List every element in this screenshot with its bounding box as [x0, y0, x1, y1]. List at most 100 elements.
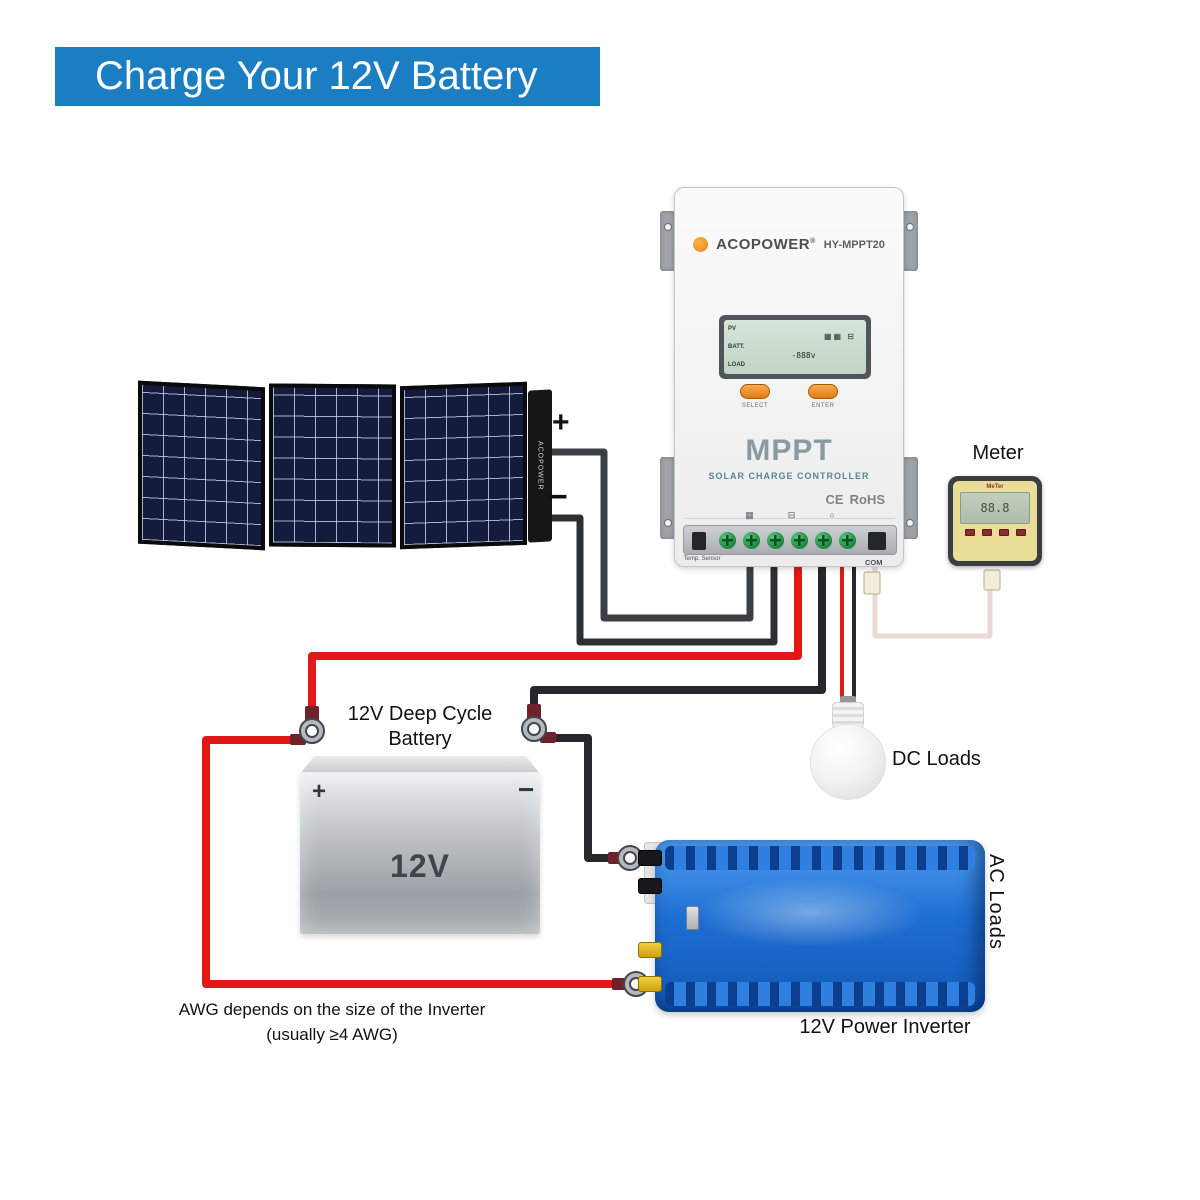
- terminal-screw: [791, 532, 808, 549]
- battery-title: 12V Deep Cycle Battery: [347, 703, 493, 750]
- lcd-row-labels: PV BATT. LOAD: [728, 324, 745, 370]
- battery-minus-mark: −: [518, 774, 535, 805]
- terminal-screw: [839, 532, 856, 549]
- enter-button: [808, 384, 838, 399]
- page-title: Charge Your 12V Battery: [95, 54, 538, 98]
- select-button-group: SELECT: [729, 384, 781, 409]
- meter-cable: [872, 566, 993, 639]
- inverter-switch: [686, 906, 699, 930]
- controller-header: ACOPOWER® HY-MPPT20: [675, 236, 903, 253]
- pv-terminal-icon: ▦: [745, 510, 754, 520]
- pv-array-icon: ▦▦: [823, 332, 844, 341]
- rohs-mark: RoHS: [849, 492, 885, 507]
- temp-sensor-port: [692, 532, 706, 550]
- mounting-tab: [660, 457, 676, 539]
- ring-terminal-battery-positive: [299, 718, 325, 744]
- meter-button: [998, 529, 1009, 536]
- lcd-status-icons: ▦▦ ⊟: [824, 332, 856, 341]
- battery-capacity-label: 12V: [390, 848, 450, 884]
- select-button-label: SELECT: [741, 403, 769, 409]
- ring-terminal-inverter-negative: [617, 845, 643, 871]
- meter-cable-connector: [863, 571, 881, 595]
- inverter-dc-terminal-negative: [638, 878, 662, 894]
- battery-icon: ⊟: [847, 332, 856, 341]
- controller-brand: ACOPOWER®: [716, 236, 816, 253]
- lcd-label-pv: PV: [728, 326, 737, 332]
- controller-body: ACOPOWER® HY-MPPT20 PV BATT. LOAD ▦▦ ⊟ -…: [674, 187, 904, 567]
- meter-button: [1015, 529, 1026, 536]
- inverter-fins-top: [665, 846, 975, 870]
- com-port-label: COM: [865, 558, 883, 567]
- remote-meter: MeTer 88.8: [948, 476, 1042, 566]
- controller-subtitle: SOLAR CHARGE CONTROLLER: [708, 471, 870, 481]
- mounting-tab: [660, 211, 676, 271]
- terminal-block: [683, 525, 897, 555]
- temp-sensor-label: Temp. Sensor: [683, 556, 721, 562]
- battery-body: [300, 772, 540, 934]
- battery-plus-mark: +: [312, 778, 327, 805]
- lcd-value: -888v: [791, 351, 816, 360]
- solar-brand-label: ACOPOWER: [536, 441, 544, 491]
- wire-pv-positive: [550, 448, 754, 622]
- solar-panel-section: [400, 381, 527, 550]
- lcd-label-load: LOAD: [728, 362, 745, 368]
- divider: [685, 518, 895, 519]
- load-terminal-icon: ○: [829, 510, 835, 520]
- mounting-hole: [664, 223, 672, 231]
- terminal-screw: [815, 532, 832, 549]
- solar-panel-section: [269, 383, 396, 548]
- lcd-screen: PV BATT. LOAD ▦▦ ⊟ -888v: [724, 320, 866, 374]
- dc-loads-label: DC Loads: [892, 748, 981, 770]
- certification-marks: CE RoHS: [826, 492, 885, 507]
- com-port: [868, 532, 886, 550]
- inverter-dc-terminal-positive: [638, 942, 662, 958]
- meter-cable-connector: [983, 569, 1001, 591]
- inverter-title: 12V Power Inverter: [799, 1016, 971, 1038]
- mounting-tab: [902, 457, 918, 539]
- bulb-wire-entry: [840, 696, 856, 704]
- ring-terminal-battery-negative: [521, 716, 547, 742]
- light-bulb: [810, 724, 886, 800]
- title-banner: Charge Your 12V Battery: [55, 47, 600, 106]
- meter-button: [964, 529, 975, 536]
- meter-buttons: [964, 529, 1026, 536]
- terminal-screw: [719, 532, 736, 549]
- mounting-hole: [664, 519, 672, 527]
- select-button: [740, 384, 770, 399]
- meter-title: Meter: [972, 442, 1024, 464]
- solar-panel-junction-strip: ACOPOWER: [528, 389, 552, 543]
- controller-buttons: SELECT ENTER: [675, 384, 903, 409]
- mounting-hole: [906, 223, 914, 231]
- solar-positive-label: +: [552, 406, 570, 439]
- inverter-gloss: [695, 878, 925, 948]
- awg-note: AWG depends on the size of the Inverter …: [178, 1000, 486, 1044]
- solar-panel: ACOPOWER: [138, 380, 558, 558]
- battery-top-face: [300, 756, 540, 774]
- enter-button-group: ENTER: [797, 384, 849, 409]
- meter-face: MeTer 88.8: [953, 481, 1037, 561]
- lcd-display: PV BATT. LOAD ▦▦ ⊟ -888v: [719, 315, 871, 379]
- ce-mark: CE: [825, 492, 844, 507]
- battery-terminal-icon: ⊟: [787, 510, 796, 520]
- wire-controller-battery-positive: [308, 566, 802, 722]
- lcd-main-area: ▦▦ ⊟ -888v: [745, 324, 862, 370]
- power-inverter: [655, 840, 985, 1012]
- wire-pv-negative: [550, 514, 778, 646]
- meter-button: [981, 529, 992, 536]
- controller-series-name: MPPT: [745, 434, 833, 467]
- inverter-dc-terminal-negative: [638, 850, 662, 866]
- terminal-screw: [767, 532, 784, 549]
- inverter-fins-bottom: [665, 982, 975, 1006]
- solar-panel-section: [138, 380, 265, 551]
- mounting-hole: [906, 519, 914, 527]
- terminal-icons: ▦ ⊟ ○: [683, 510, 897, 521]
- controller-model: HY-MPPT20: [823, 238, 885, 251]
- wire-battery-inverter-positive: [202, 736, 624, 988]
- solar-negative-label: −: [548, 478, 568, 516]
- mounting-tab: [902, 211, 918, 271]
- ac-loads-label: AC Loads: [985, 854, 1007, 950]
- wire-battery-inverter-negative: [544, 734, 616, 862]
- acopower-logo-icon: [693, 237, 709, 252]
